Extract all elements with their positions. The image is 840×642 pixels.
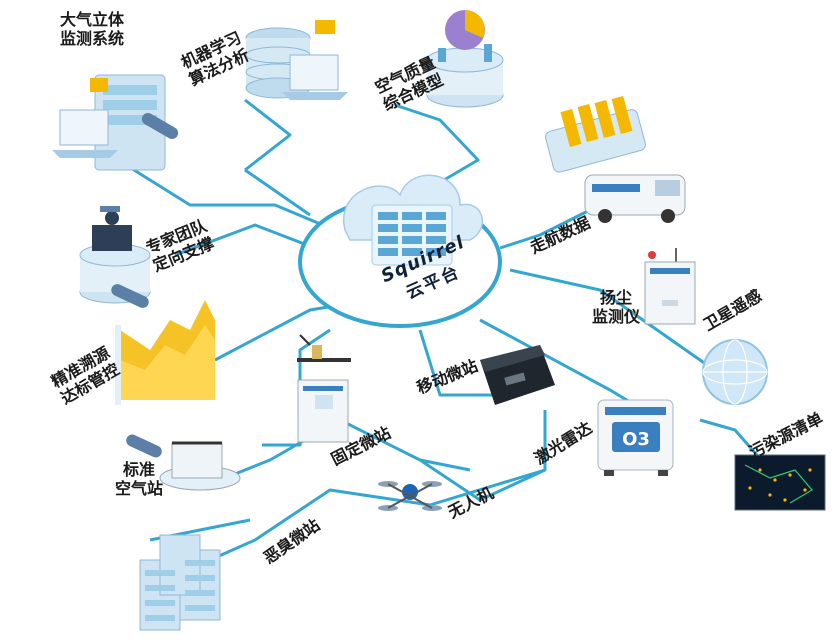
- illus-satellite: [702, 339, 768, 405]
- illus-source-map: [734, 454, 826, 511]
- illus-expert: [79, 206, 151, 308]
- line-ml: [244, 98, 292, 172]
- line-odor: [209, 410, 547, 562]
- illus-drone: [378, 481, 442, 511]
- label-atmo-system: 大气立体 监测系统: [60, 10, 125, 48]
- cloud-platform: [298, 174, 502, 328]
- label-dust: 扬尘 监测仪: [592, 288, 641, 326]
- network-lines: [117, 98, 772, 562]
- illus-fixed: [297, 334, 351, 443]
- illus-odor: [139, 534, 221, 631]
- illus-station: [126, 434, 241, 491]
- line-expert: [174, 223, 321, 257]
- illus-vehicle: [545, 96, 686, 223]
- line-ml-cloud: [244, 168, 311, 217]
- illus-lidar: [597, 399, 674, 476]
- illus-mobile: [480, 345, 555, 405]
- line-vehicle: [499, 203, 601, 250]
- illus-tracing: [115, 300, 215, 405]
- line-atmo-system: [117, 158, 331, 230]
- illus-ml: [245, 20, 348, 100]
- label-station: 标准 空气站: [115, 460, 164, 498]
- illus-atmo-system: [52, 74, 179, 171]
- line-drone: [419, 458, 546, 502]
- o3-label: O3: [622, 429, 650, 450]
- illus-model: [426, 10, 504, 108]
- illus-dust: [644, 248, 696, 325]
